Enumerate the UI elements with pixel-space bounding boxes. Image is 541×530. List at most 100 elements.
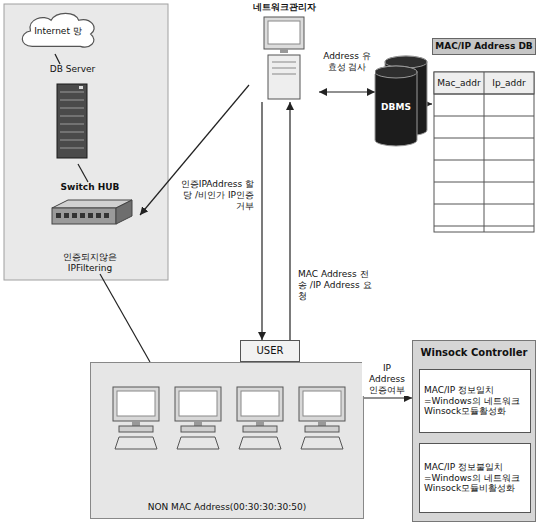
table-row-rule <box>434 116 534 117</box>
server-node: DB Server <box>35 64 110 164</box>
address-table: MAC/IP Address DB <box>432 38 536 234</box>
client-group: NON MAC Address(00:30:30:30:50) <box>90 362 364 519</box>
illustration-group <box>434 72 534 232</box>
monitor-neck <box>280 49 288 53</box>
client-stand <box>194 421 202 426</box>
illustration-group <box>375 56 427 146</box>
server-light <box>79 86 83 89</box>
node-text: DBMS <box>381 102 411 113</box>
server-slot <box>60 92 84 93</box>
illustration-group <box>22 13 94 47</box>
node-text: Winsock Controller <box>421 347 528 359</box>
connector <box>100 274 150 362</box>
node-text: 네트워크관리자 <box>253 2 316 13</box>
client-base <box>243 426 277 432</box>
dbms-cylinder: DBMS <box>375 56 427 148</box>
node-text: 인증되지않은 IPFiltering <box>40 252 140 274</box>
client-screen <box>117 391 155 416</box>
table-row-rule <box>434 138 534 139</box>
table-column-header: Ip_addr <box>486 78 532 89</box>
switch-node: Switch HUB 인증되지않은 IPFiltering <box>40 182 140 274</box>
connector-label: IP Address 인증여부 <box>362 362 412 396</box>
table-row-rule <box>434 226 534 227</box>
server-slot <box>60 140 84 141</box>
switch-port <box>96 213 101 218</box>
client-stand <box>318 421 326 426</box>
node-illustration <box>35 64 110 164</box>
client-base <box>119 426 153 432</box>
server-zone-panel <box>4 4 168 280</box>
switch-port <box>88 213 93 218</box>
connector-label: 인증IPAddress 할당 /비인가 IP인증거부 <box>176 178 256 212</box>
connector <box>55 54 60 64</box>
client-keyboard <box>115 437 157 449</box>
node-illustration <box>432 38 536 234</box>
connector <box>364 397 412 398</box>
drive-bay <box>272 74 296 75</box>
db-cylinder-front <box>375 66 417 146</box>
client-base <box>305 426 339 432</box>
client-screen <box>179 391 217 416</box>
connector <box>427 103 432 104</box>
table-column-header: Mac_addr <box>436 78 482 89</box>
table-row-rule <box>434 160 534 161</box>
connector-label: MAC Address 전송 /IP Address 요청 <box>296 268 376 302</box>
node-text: MAC/IP Address DB <box>432 38 536 55</box>
client-screen <box>303 391 341 416</box>
client-monitor <box>175 387 221 421</box>
connector <box>78 164 88 182</box>
match-rule-box: MAC/IP 정보일치 =Windows의 네트워크 Winsock모듈활성화 <box>419 369 531 433</box>
db-cylinder-front-top <box>375 66 417 78</box>
node-illustration <box>91 363 363 518</box>
monitor-frame <box>264 17 304 49</box>
connector <box>319 91 375 92</box>
node-text: USER <box>257 345 284 357</box>
node-text: NON MAC Address(00:30:30:30:50) <box>148 502 307 513</box>
admin-pc: 네트워크관리자 <box>249 2 319 102</box>
table-row-rule <box>434 94 534 95</box>
drive-bay <box>272 68 296 69</box>
server-slot <box>60 116 84 117</box>
illustration-group <box>113 387 345 449</box>
node-text: MAC/IP 정보불일치 =Windows의 네트워크 Winsock모듈비활성… <box>424 462 526 494</box>
client-keyboard <box>239 437 281 449</box>
node-text: Switch HUB <box>61 182 120 193</box>
cloud-shape <box>22 13 94 47</box>
illustration-group <box>264 17 304 99</box>
monitor-screen <box>268 21 300 44</box>
table-frame <box>434 72 534 232</box>
node-illustration <box>249 2 319 102</box>
server-slot <box>60 132 84 133</box>
client-keyboard <box>177 437 219 449</box>
table-row-rule <box>434 182 534 183</box>
client-monitor <box>299 387 345 421</box>
client-keyboard <box>301 437 343 449</box>
switch-port <box>64 213 69 218</box>
connector <box>289 102 290 340</box>
switch-side <box>116 200 132 224</box>
server-tower <box>57 84 87 158</box>
connector-label: Address 유효성 검사 <box>319 50 375 74</box>
user-box: USER <box>240 340 300 362</box>
internet-cloud: Internet 망 <box>15 8 101 54</box>
pc-tower <box>268 55 300 99</box>
switch-port <box>104 213 109 218</box>
switch-port <box>56 213 61 218</box>
server-slot <box>60 100 84 101</box>
switch-front <box>52 208 116 224</box>
client-screen <box>241 391 279 416</box>
mismatch-rule-box: MAC/IP 정보불일치 =Windows의 네트워크 Winsock모듈비활성… <box>419 443 531 513</box>
node-text: Internet 망 <box>34 26 82 37</box>
client-stand <box>132 421 140 426</box>
table-row-rule <box>434 204 534 205</box>
winsock-controller: Winsock ControllerMAC/IP 정보일치 =Windows의 … <box>412 340 536 522</box>
client-base <box>181 426 215 432</box>
client-stand <box>256 421 264 426</box>
table-column-rule <box>484 72 485 232</box>
node-text: DB Server <box>50 64 95 75</box>
illustration-group <box>57 84 87 158</box>
client-monitor <box>237 387 283 421</box>
node-text: MAC/IP 정보일치 =Windows의 네트워크 Winsock모듈활성화 <box>424 385 526 417</box>
connector <box>261 102 262 340</box>
server-slot <box>60 108 84 109</box>
